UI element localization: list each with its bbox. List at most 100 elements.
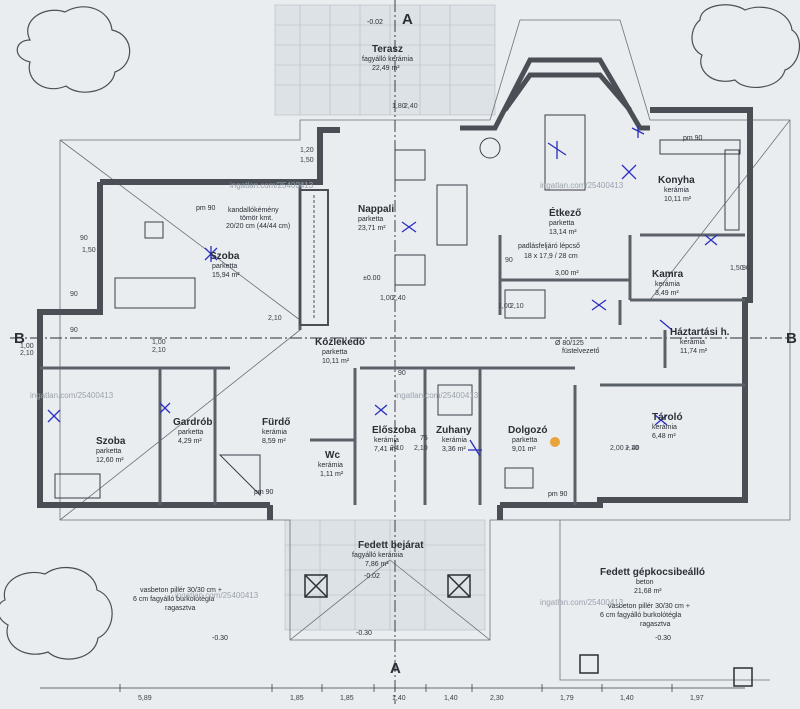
svg-text:parketta: parketta <box>512 437 537 444</box>
svg-text:2,10: 2,10 <box>625 445 639 452</box>
svg-text:kerámia: kerámia <box>680 339 705 346</box>
svg-text:2,10: 2,10 <box>390 445 404 452</box>
svg-text:kerámia: kerámia <box>664 187 689 194</box>
section-mark-right: B <box>786 330 797 347</box>
bed-icon <box>54 473 101 499</box>
svg-text:kandallókémény: kandallókémény <box>228 207 279 214</box>
svg-text:8,59 m²: 8,59 m² <box>262 438 286 445</box>
svg-text:1,50: 1,50 <box>300 157 314 164</box>
svg-text:6 cm fagyálló burkolótégla: 6 cm fagyálló burkolótégla <box>600 612 681 619</box>
dimension-bottom-label: 1,79 <box>560 695 574 702</box>
watermark: ingatlan.com/25400413 <box>230 181 314 190</box>
svg-text:2,10: 2,10 <box>414 445 428 452</box>
svg-text:1,11 m²: 1,11 m² <box>320 471 344 478</box>
svg-text:vasbeton pillér 30/30 cm +: vasbeton pillér 30/30 cm + <box>608 603 690 610</box>
svg-text:padlásfeljáró lépcső: padlásfeljáró lépcső <box>518 243 580 250</box>
svg-text:Dolgozó: Dolgozó <box>508 425 547 436</box>
svg-text:fagyálló kerámia: fagyálló kerámia <box>362 56 413 63</box>
svg-text:1,00: 1,00 <box>20 343 34 350</box>
dimension-bottom-label: 1,97 <box>690 695 704 702</box>
svg-text:90: 90 <box>70 327 78 334</box>
svg-text:21,68 m²: 21,68 m² <box>634 588 662 595</box>
section-mark-top: A <box>402 11 413 28</box>
svg-text:ragasztva: ragasztva <box>640 621 670 628</box>
svg-text:90: 90 <box>505 257 513 264</box>
svg-text:3,36 m²: 3,36 m² <box>442 446 466 453</box>
svg-text:Terasz: Terasz <box>372 44 403 55</box>
svg-text:Fedett bejárat: Fedett bejárat <box>358 540 424 551</box>
terrace-tiles <box>274 4 496 116</box>
svg-text:1,80: 1,80 <box>392 103 406 110</box>
watermark: ingatlan.com/25400413 <box>175 591 259 600</box>
annotation-kandallo: kandallókémény tömör kmt. 20/20 cm (44/4… <box>226 207 290 230</box>
section-mark-left: B <box>14 330 25 347</box>
dining-table-icon <box>544 114 586 191</box>
annotation-pillar-left: vasbeton pillér 30/30 cm + 6 cm fagyálló… <box>133 587 222 612</box>
room-label-gepkocsi: Fedett gépkocsibeálló beton 21,68 m² <box>600 567 705 595</box>
svg-text:Nappali: Nappali <box>358 204 394 215</box>
room-label-kozlekedo: Közlekedő parketta 10,11 m² <box>315 337 365 365</box>
level-path: -0.30 <box>356 630 372 637</box>
svg-text:füstelvezető: füstelvezető <box>562 348 599 355</box>
svg-text:tömör kmt.: tömör kmt. <box>240 215 273 222</box>
svg-text:Tároló: Tároló <box>652 412 683 423</box>
room-label-tarolo: Tároló kerámia 6,48 m² <box>652 412 683 440</box>
svg-text:beton: beton <box>636 579 654 586</box>
svg-text:parketta: parketta <box>178 429 203 436</box>
shower-icon <box>437 384 473 416</box>
room-label-szoba1: Szoba parketta 15,94 m² <box>210 251 240 279</box>
annotation-pillar-right: vasbeton pillér 30/30 cm + 6 cm fagyálló… <box>600 603 690 628</box>
room-label-gardrob: Gardrób parketta 4,29 m² <box>173 417 212 445</box>
svg-text:Előszoba: Előszoba <box>372 425 416 436</box>
roof-outline <box>59 19 791 681</box>
svg-text:parketta: parketta <box>96 448 121 455</box>
level-left: -0.30 <box>212 635 228 642</box>
annotation-pm90: pm 90 <box>254 489 274 496</box>
watermark: ingatlan.com/25400413 <box>540 598 624 607</box>
kitchen-counter-icon <box>659 139 741 155</box>
bed-icon <box>114 277 196 309</box>
annotation-pm90: pm 90 <box>196 205 216 212</box>
svg-text:20/20 cm (44/44 cm): 20/20 cm (44/44 cm) <box>226 223 290 230</box>
level-carport: -0.30 <box>655 635 671 642</box>
room-label-wc: Wc kerámia 1,11 m² <box>318 450 344 478</box>
plant-icon <box>479 137 501 159</box>
svg-text:Fürdő: Fürdő <box>262 417 290 428</box>
svg-text:Háztartási h.: Háztartási h. <box>670 327 730 338</box>
annotation-fustelvezeto: Ø 80/125 füstelvezető <box>555 340 599 355</box>
fireplace <box>299 189 329 326</box>
svg-text:11,74 m²: 11,74 m² <box>680 348 708 355</box>
kitchen-counter-icon <box>724 149 740 231</box>
level-terrace: -0.02 <box>367 19 383 26</box>
section-mark-bottom: A <box>390 660 401 677</box>
svg-text:Wc: Wc <box>325 450 340 461</box>
svg-text:6 cm fagyálló burkolótégla: 6 cm fagyálló burkolótégla <box>133 596 214 603</box>
svg-text:Kamra: Kamra <box>652 269 684 280</box>
armchair-icon <box>394 254 426 286</box>
svg-text:fagyálló kerámia: fagyálló kerámia <box>352 552 403 559</box>
room-label-haztartasi: Háztartási h. kerámia 11,74 m² <box>670 327 730 355</box>
svg-text:1,00: 1,00 <box>380 295 394 302</box>
dimension-bottom-label: 1,40 <box>444 695 458 702</box>
svg-text:2,00 + 40: 2,00 + 40 <box>610 445 639 452</box>
dimension-bottom-label: 1,40 <box>620 695 634 702</box>
room-label-terasz: Terasz fagyálló kerámia 22,49 m² <box>362 44 413 72</box>
svg-text:kerámia: kerámia <box>374 437 399 444</box>
watermark: ingatlan.com/25400413 <box>395 391 479 400</box>
svg-text:90: 90 <box>742 265 750 272</box>
svg-text:90: 90 <box>70 291 78 298</box>
svg-text:Közlekedő: Közlekedő <box>315 337 365 348</box>
bathtub-icon <box>218 454 261 497</box>
svg-text:parketta: parketta <box>549 220 574 227</box>
svg-text:2,40: 2,40 <box>404 103 418 110</box>
svg-text:7,86 m²: 7,86 m² <box>365 561 389 568</box>
svg-text:Ø 80/125: Ø 80/125 <box>555 340 584 347</box>
svg-text:Étkező: Étkező <box>549 206 581 219</box>
svg-text:1,00: 1,00 <box>498 303 512 310</box>
svg-text:2,40: 2,40 <box>392 295 406 302</box>
svg-text:2,10: 2,10 <box>20 350 34 357</box>
svg-text:Zuhany: Zuhany <box>436 425 472 436</box>
dimension-bottom-label: 2,30 <box>490 695 504 702</box>
